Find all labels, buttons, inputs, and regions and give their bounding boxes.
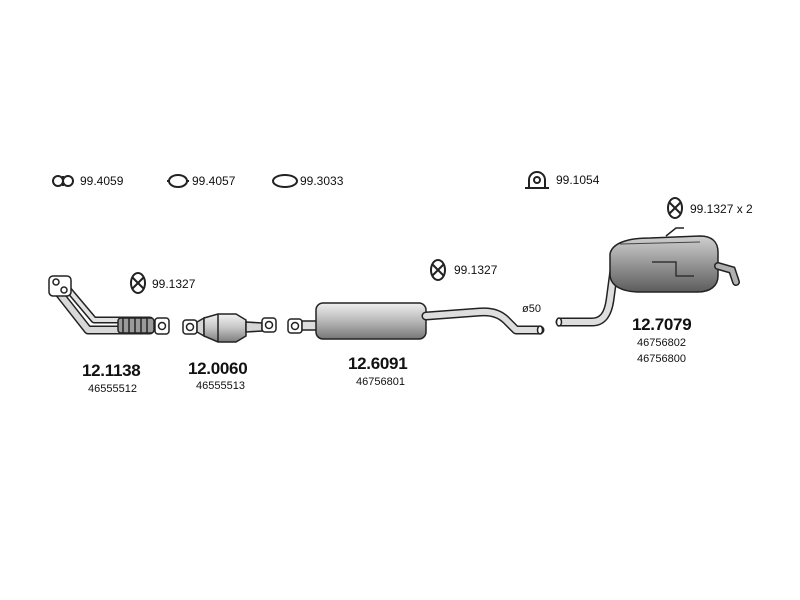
- part-number: 12.7079: [632, 315, 692, 334]
- double-ring-gasket-icon: [52, 175, 74, 187]
- oe-number: 46555512: [88, 383, 137, 395]
- accessory-label: 99.4057: [192, 174, 236, 188]
- u-bolt-clamp-icon: [525, 171, 549, 189]
- oe-number: 46756800: [637, 353, 686, 365]
- oe-number: 46555513: [196, 380, 245, 392]
- accessory-label: 99.1327 x 2: [690, 202, 753, 216]
- middle-silencer-12-6091: [287, 302, 545, 340]
- accessory-label: 99.1327: [152, 277, 196, 291]
- front-pipe-12-1138: [48, 275, 170, 335]
- part-number: 12.1138: [82, 361, 141, 380]
- accessory-label: 99.4059: [80, 174, 124, 188]
- oe-number: 46756801: [356, 376, 405, 388]
- catalytic-converter-12-0060: [182, 313, 277, 343]
- oval-ring-icon: [272, 174, 298, 188]
- rubber-hanger-icon: [667, 197, 683, 219]
- pipe-diameter-label: ø50: [522, 303, 541, 315]
- rubber-hanger-icon: [430, 259, 446, 281]
- single-ring-gasket-icon: [167, 174, 189, 188]
- rubber-hanger-icon: [130, 272, 146, 294]
- accessory-label: 99.3033: [300, 174, 344, 188]
- part-number: 12.6091: [348, 354, 408, 373]
- oe-number: 46756802: [637, 337, 686, 349]
- accessory-label: 99.1327: [454, 263, 498, 277]
- rear-silencer-12-7079: [555, 227, 740, 327]
- part-number: 12.0060: [188, 359, 248, 378]
- accessory-label: 99.1054: [556, 173, 600, 187]
